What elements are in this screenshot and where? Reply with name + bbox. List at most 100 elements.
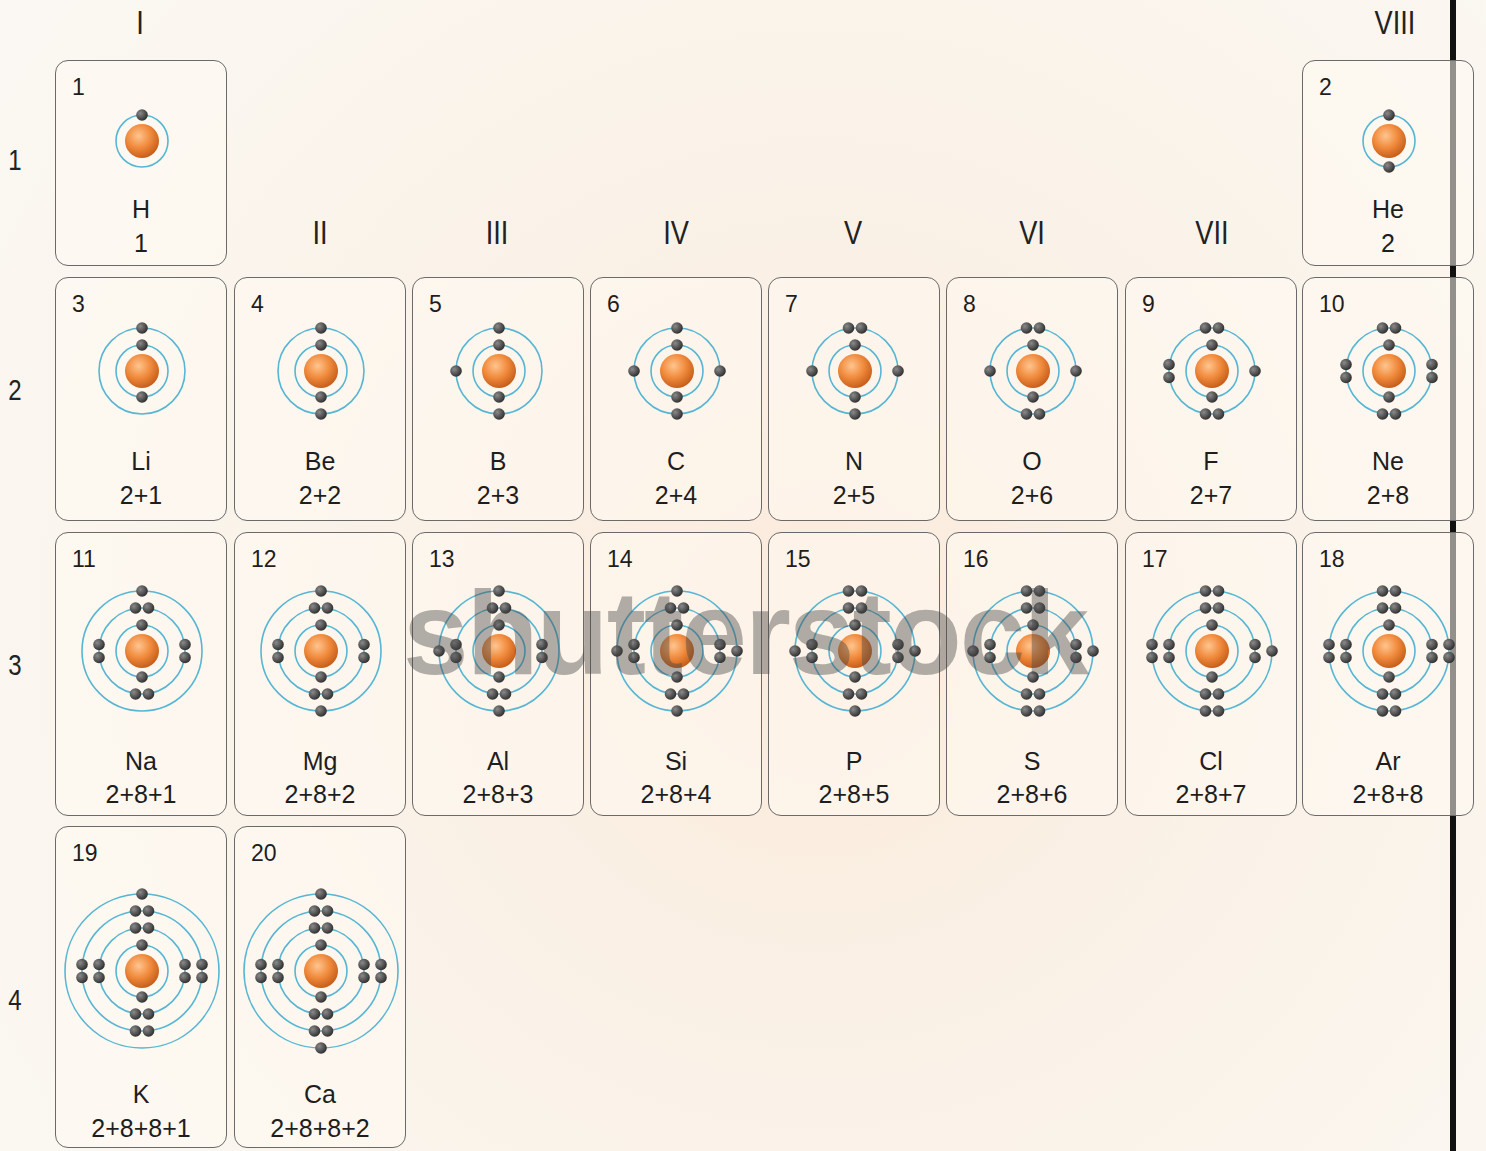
electron: [315, 991, 327, 1003]
electron: [76, 972, 88, 984]
electron-shell: [1186, 625, 1238, 677]
electron: [1383, 671, 1395, 683]
element-symbol: B: [413, 446, 583, 476]
electron: [1200, 585, 1212, 597]
electron: [1390, 322, 1402, 334]
electron: [322, 688, 334, 700]
electron: [493, 322, 505, 334]
element-cell: 2He2: [1302, 60, 1474, 266]
electron: [984, 365, 996, 377]
electron: [849, 408, 861, 420]
electron-configuration: 2+8+8+1: [56, 1113, 226, 1143]
electron-shell: [651, 345, 703, 397]
electron: [130, 688, 142, 700]
nucleus: [838, 354, 872, 388]
electron-shell: [278, 928, 364, 1014]
electron: [1426, 652, 1438, 664]
electron: [309, 922, 321, 934]
electron-configuration: 2+8+8: [1303, 779, 1473, 809]
electron-shell: [1363, 115, 1415, 167]
electron: [714, 365, 726, 377]
atomic-number: 19: [72, 839, 98, 867]
element-symbol: Be: [235, 446, 405, 476]
element-symbol: Cl: [1126, 746, 1296, 776]
electron-shell: [295, 345, 347, 397]
element-symbol: O: [947, 446, 1117, 476]
element-cell: 6C2+4: [590, 277, 762, 521]
atomic-number: 18: [1319, 545, 1345, 573]
group-numeral: V: [844, 212, 862, 252]
electron: [196, 959, 208, 971]
element-cell: 1H1: [55, 60, 227, 266]
nucleus: [1372, 634, 1406, 668]
electron-shell: [829, 345, 881, 397]
watermark: shutterstock: [403, 574, 1087, 692]
electron: [136, 671, 148, 683]
electron: [1266, 645, 1278, 657]
electron: [1021, 322, 1033, 334]
electron: [1034, 705, 1046, 717]
electron: [671, 339, 683, 351]
electron-configuration: 2+8+6: [947, 779, 1117, 809]
electron: [1200, 602, 1212, 614]
period-number: 1: [8, 140, 21, 180]
electron: [1021, 705, 1033, 717]
element-cell: 5B2+3: [412, 277, 584, 521]
electron-shell: [99, 328, 185, 414]
electron-configuration: 2+3: [413, 480, 583, 510]
atomic-number: 17: [1142, 545, 1168, 573]
electron: [130, 1025, 142, 1037]
electron-configuration: 2+8+4: [591, 779, 761, 809]
electron-configuration: 2+8: [1303, 480, 1473, 510]
electron-shell: [295, 945, 347, 997]
period-number: 4: [8, 980, 21, 1020]
electron: [1213, 688, 1225, 700]
electron: [1213, 585, 1225, 597]
electron: [1034, 408, 1046, 420]
electron: [1206, 339, 1218, 351]
electron: [1383, 161, 1395, 173]
electron: [1340, 652, 1352, 664]
electron: [1390, 705, 1402, 717]
atomic-number: 6: [607, 290, 620, 318]
electron-configuration: 2+8+2: [235, 779, 405, 809]
electron-shell: [1152, 591, 1272, 711]
electron: [1206, 391, 1218, 403]
electron: [493, 408, 505, 420]
electron: [1383, 619, 1395, 631]
electron: [1146, 652, 1158, 664]
nucleus: [125, 634, 159, 668]
electron: [143, 922, 155, 934]
atomic-number: 1: [72, 73, 85, 101]
electron: [315, 619, 327, 631]
electron: [843, 322, 855, 334]
electron-shell: [116, 345, 168, 397]
atomic-number: 13: [429, 545, 455, 573]
electron: [136, 888, 148, 900]
electron-shell: [1007, 345, 1059, 397]
atomic-number: 20: [251, 839, 277, 867]
electron-shell: [82, 911, 202, 1031]
atomic-number: 12: [251, 545, 277, 573]
electron: [1213, 322, 1225, 334]
element-cell: 3Li2+1: [55, 277, 227, 521]
electron: [179, 959, 191, 971]
electron: [315, 1042, 327, 1054]
element-cell: 8O2+6: [946, 277, 1118, 521]
element-symbol: Na: [56, 746, 226, 776]
electron: [315, 322, 327, 334]
group-numeral: II: [312, 212, 327, 252]
electron: [136, 991, 148, 1003]
electron: [1249, 639, 1261, 651]
element-symbol: K: [56, 1079, 226, 1109]
atomic-number: 7: [785, 290, 798, 318]
element-symbol: Li: [56, 446, 226, 476]
electron: [1390, 688, 1402, 700]
nucleus: [1195, 354, 1229, 388]
atomic-number: 10: [1319, 290, 1345, 318]
electron-shell: [634, 328, 720, 414]
electron: [358, 639, 370, 651]
electron: [1070, 365, 1082, 377]
electron: [315, 585, 327, 597]
electron-shell: [99, 608, 185, 694]
